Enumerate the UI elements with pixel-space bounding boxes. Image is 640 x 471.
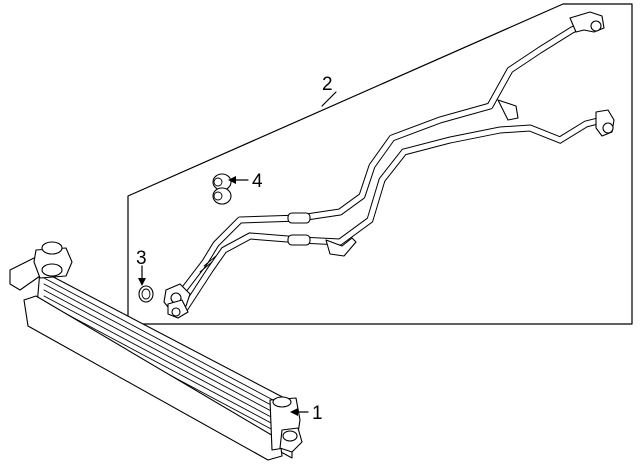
- callout-label-1: 1: [312, 403, 323, 424]
- oil-cooler[interactable]: [9, 241, 303, 461]
- assembly-outline: [127, 3, 633, 325]
- callout-label-2: 2: [322, 74, 333, 95]
- callout-leaders: [138, 91, 337, 416]
- callout-label-3: 3: [136, 248, 147, 269]
- o-ring-part[interactable]: [138, 285, 154, 303]
- callout-label-4: 4: [252, 171, 263, 192]
- grommet-part[interactable]: [212, 173, 232, 205]
- cooler-lines[interactable]: [163, 11, 615, 319]
